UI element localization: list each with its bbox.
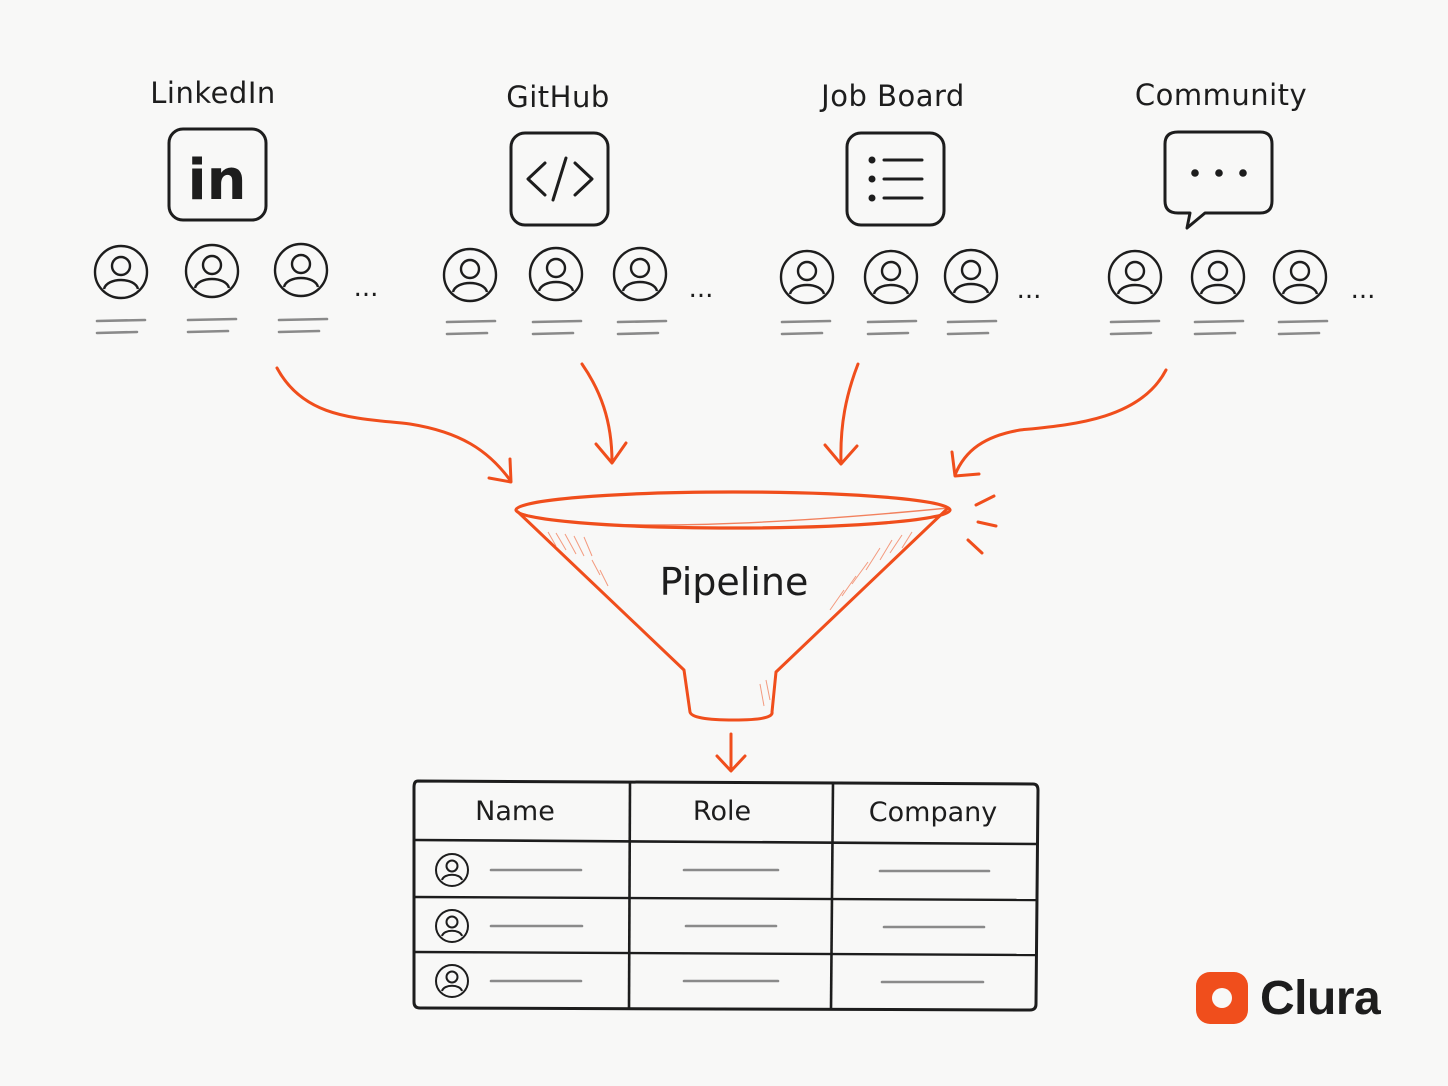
arrow-head	[950, 450, 981, 478]
arrow-head	[487, 457, 513, 484]
job-board-people: ...	[779, 248, 1042, 336]
table-row	[435, 853, 991, 887]
arrow-community	[953, 368, 1168, 477]
person-avatar	[528, 246, 584, 302]
linkedin-icon: in	[167, 127, 268, 222]
person-avatar	[1272, 249, 1328, 305]
more-marker: ...	[1017, 275, 1042, 305]
arrow-head	[594, 441, 628, 465]
person-avatar	[779, 249, 835, 305]
row-avatar	[435, 909, 469, 943]
arrow-github	[580, 362, 614, 464]
row-avatar	[435, 853, 469, 887]
funnel	[514, 490, 952, 722]
source-label-community: Community	[1134, 78, 1308, 112]
linkedin-glyph: in	[187, 148, 246, 213]
person-avatar	[442, 247, 498, 303]
more-marker: ...	[1351, 275, 1376, 305]
person-avatar	[273, 242, 329, 298]
table-row	[435, 909, 986, 943]
person-avatar	[1107, 249, 1163, 305]
brand-logo: Clura	[1196, 968, 1381, 1028]
github-people: ...	[442, 246, 714, 336]
arrow-job-board	[839, 362, 860, 464]
arrow-head	[823, 443, 859, 466]
column-header-company: Company	[868, 797, 998, 828]
source-label-job-board: Job Board	[821, 79, 965, 113]
person-avatar	[184, 243, 240, 299]
chat-bubble-icon	[1163, 130, 1274, 230]
linkedin-people: ...	[93, 242, 379, 335]
arrow-to-table	[715, 732, 747, 773]
person-avatar	[943, 248, 999, 304]
person-avatar	[612, 246, 668, 302]
funnel-label: Pipeline	[659, 560, 809, 604]
burst-marks	[966, 494, 998, 555]
more-marker: ...	[689, 274, 714, 304]
brand-name: Clura	[1260, 971, 1381, 1025]
source-label-github: GitHub	[506, 80, 610, 114]
more-marker: ...	[354, 273, 379, 303]
person-avatar	[93, 244, 149, 300]
person-avatar	[863, 249, 919, 305]
arrow-linkedin	[275, 366, 512, 482]
candidate-table	[412, 779, 1040, 1012]
person-avatar	[1190, 249, 1246, 305]
column-header-role: Role	[692, 796, 752, 827]
list-icon	[845, 131, 946, 227]
code-icon	[509, 131, 610, 227]
column-header-name: Name	[475, 796, 555, 827]
source-label-linkedin: LinkedIn	[150, 76, 276, 110]
brand-mark-icon	[1196, 972, 1248, 1024]
table-row	[435, 964, 985, 998]
community-people: ...	[1107, 249, 1376, 336]
row-avatar	[435, 964, 469, 998]
